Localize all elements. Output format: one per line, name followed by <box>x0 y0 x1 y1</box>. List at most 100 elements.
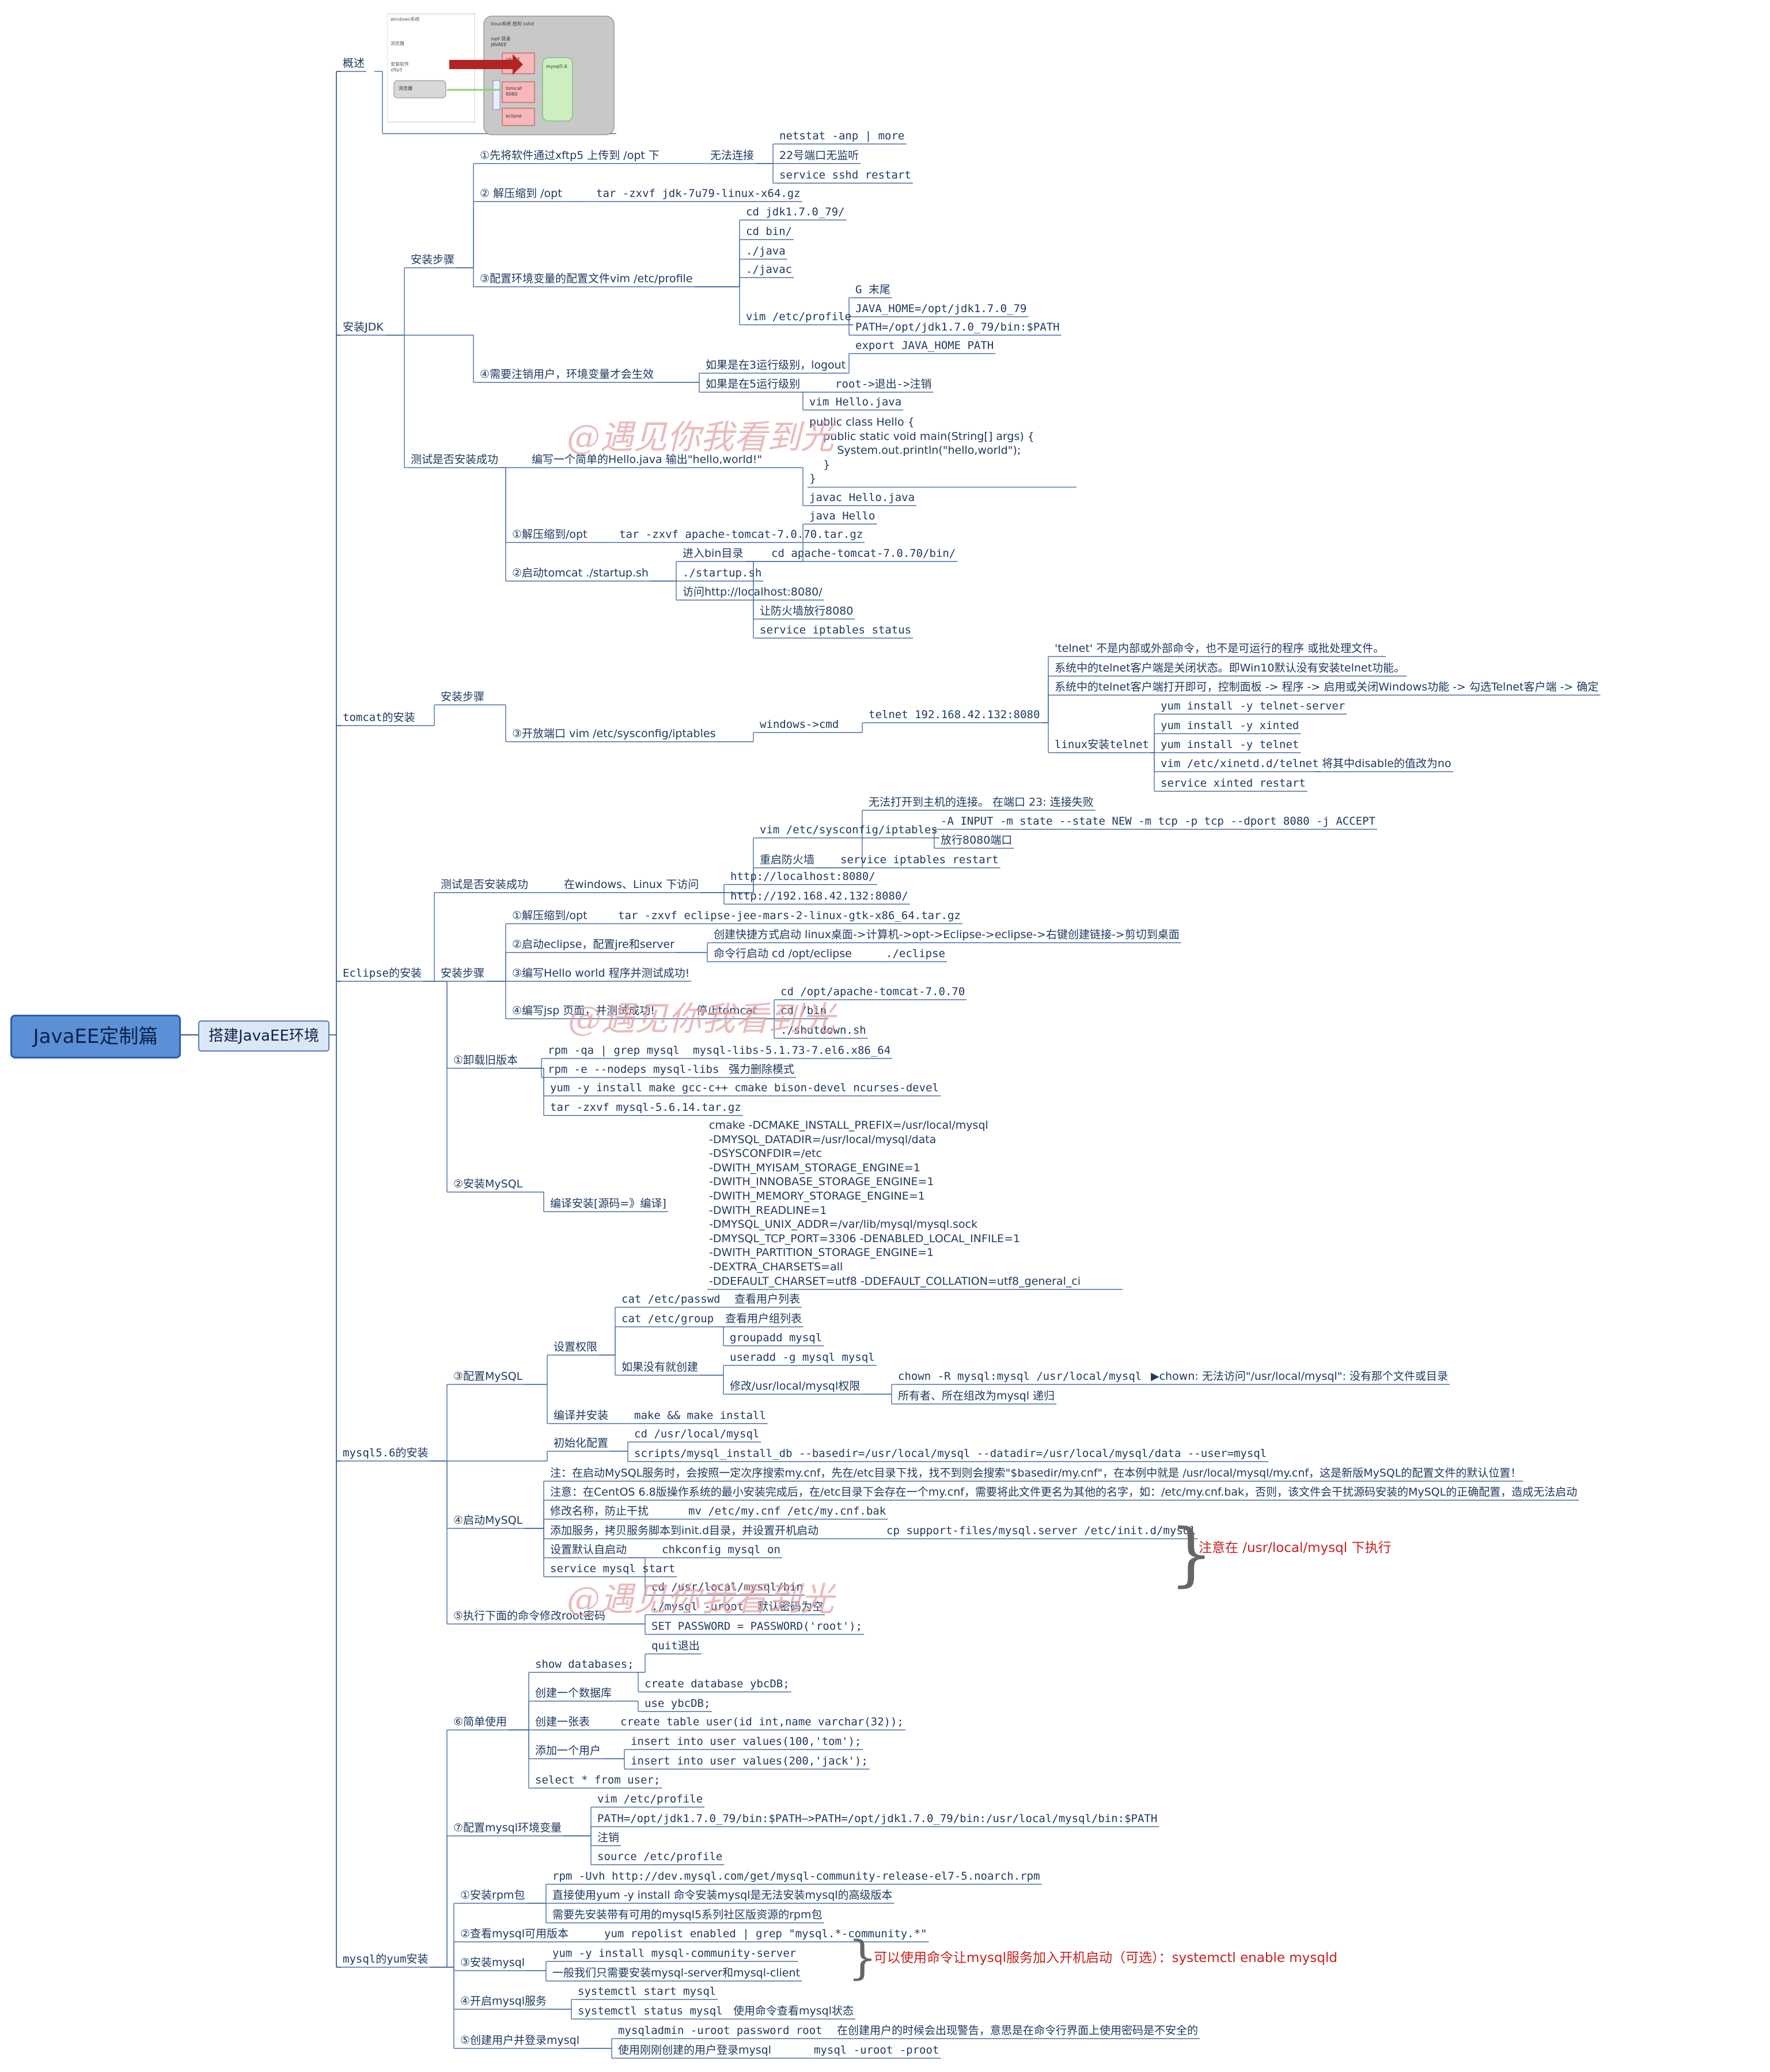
mindmap-node[interactable]: 系统中的telnet客户端是关闭状态。即Win10默认没有安装telnet功能。 <box>1055 662 1405 674</box>
mindmap-node[interactable]: ③配置环境变量的配置文件vim /etc/profile <box>480 272 693 285</box>
mindmap-node[interactable]: 设置默认自启动 <box>550 1543 627 1556</box>
mindmap-node[interactable]: 创建快捷方式启动 linux桌面->计算机->opt->Eclipse->ecl… <box>714 928 1180 941</box>
mindmap-node[interactable]: cd /bin <box>780 1004 827 1017</box>
mindmap-node[interactable]: mv /etc/my.cnf /etc/my.cnf.bak <box>688 1505 886 1517</box>
mindmap-node[interactable]: 编写一个简单的Hello.java 输出"hello,world!" <box>532 453 763 466</box>
mindmap-node[interactable]: 注意：在CentOS 6.8版操作系统的最小安装完成后，在/etc目录下会存在一… <box>550 1486 1578 1498</box>
mindmap-node[interactable]: 修改/usr/local/mysql权限 <box>730 1380 861 1392</box>
mindmap-node[interactable]: mysql-libs-5.1.73-7.el6.x86_64 <box>693 1044 891 1057</box>
mindmap-node[interactable]: 初始化配置 <box>554 1437 609 1449</box>
code-block-node[interactable]: cmake -DCMAKE_INSTALL_PREFIX=/usr/local/… <box>709 1119 1081 1288</box>
mindmap-node[interactable]: vim /etc/profile <box>597 1793 703 1805</box>
mindmap-node[interactable]: G 末尾 <box>855 283 890 296</box>
mindmap-node[interactable]: 查看用户列表 <box>734 1293 801 1306</box>
mindmap-node[interactable]: 无法连接 <box>710 149 755 162</box>
mindmap-node[interactable]: cd jdk1.7.0_79/ <box>746 206 845 218</box>
mindmap-node[interactable]: 在创建用户的时候会出现警告，意思是在命令行界面上使用密码是不安全的 <box>837 2024 1199 2037</box>
mindmap-node[interactable]: ③开放端口 vim /etc/sysconfig/iptables <box>512 727 716 740</box>
mindmap-node[interactable]: tar -zxvf jdk-7u79-linux-x64.gz <box>596 187 801 200</box>
mindmap-node[interactable]: service iptables restart <box>840 853 999 866</box>
mindmap-node[interactable]: telnet 192.168.42.132:8080 <box>869 708 1040 721</box>
mindmap-node[interactable]: create database ybcDB; <box>645 1678 790 1690</box>
mindmap-node[interactable]: JAVA_HOME=/opt/jdk1.7.0_79 <box>855 302 1027 315</box>
mindmap-node[interactable]: 需要先安装带有可用的mysql5系列社区版资源的rpm包 <box>552 1908 823 1921</box>
mindmap-node[interactable]: yum install -y telnet <box>1161 738 1299 751</box>
mindmap-node[interactable]: export JAVA_HOME PATH <box>855 339 994 352</box>
mindmap-node[interactable]: linux安装telnet <box>1055 738 1149 751</box>
mindmap-node[interactable]: ./javac <box>746 263 793 276</box>
mindmap-node[interactable]: ②启动eclipse，配置jre和server <box>512 938 674 951</box>
mindmap-node[interactable]: -A INPUT -m state --state NEW -m tcp -p … <box>941 815 1375 828</box>
mindmap-node[interactable]: ②查看mysql可用版本 <box>460 1927 569 1940</box>
mindmap-node[interactable]: quit退出 <box>651 1640 700 1652</box>
mindmap-node[interactable]: insert into user values(200,'jack'); <box>631 1755 868 1767</box>
mindmap-node[interactable]: vim Hello.java <box>809 396 902 408</box>
mindmap-node[interactable]: javac Hello.java <box>809 491 915 504</box>
mindmap-node[interactable]: 命令行启动 cd /opt/eclipse <box>714 947 852 960</box>
mindmap-node[interactable]: ①先将软件通过xftp5 上传到 /opt 下 <box>480 149 660 162</box>
mindmap-node[interactable]: tar -zxvf apache-tomcat-7.0.70.tar.gz <box>619 528 863 541</box>
mindmap-node[interactable]: mysql的yum安装 <box>343 1953 429 1965</box>
mindmap-node[interactable]: cat /etc/group <box>621 1312 714 1325</box>
mindmap-node[interactable]: 使用刚刚创建的用户登录mysql <box>618 2044 771 2056</box>
mindmap-node[interactable]: ①安装rpm包 <box>460 1889 525 1902</box>
mindmap-node[interactable]: 如果没有就创建 <box>621 1361 699 1373</box>
mindmap-node[interactable]: yum repolist enabled | grep "mysql.*-com… <box>604 1927 927 1940</box>
mindmap-node[interactable]: 测试是否安装成功 <box>441 878 529 891</box>
mindmap-node[interactable]: ①解压缩到/opt <box>512 528 588 541</box>
mindmap-node[interactable]: 使用命令查看mysql状态 <box>733 2005 854 2017</box>
mindmap-node[interactable]: yum -y install mysql-community-server <box>552 1947 797 1960</box>
mindmap-node[interactable]: 'telnet' 不是内部或外部命令，也不是可运行的程序 或批处理文件。 <box>1055 642 1385 655</box>
mindmap-node[interactable]: cd /usr/local/mysql <box>634 1428 760 1440</box>
mindmap-node[interactable]: ①解压缩到/opt <box>512 909 588 922</box>
mindmap-node[interactable]: service xinted restart <box>1161 777 1306 790</box>
mindmap-node[interactable]: 编译安装[源码=》编译] <box>550 1197 666 1210</box>
mindmap-node[interactable]: use ybcDB; <box>645 1697 711 1710</box>
mindmap-node[interactable]: 访问http://localhost:8080/ <box>683 586 823 598</box>
mindmap-node[interactable]: systemctl start mysql <box>578 1985 717 1998</box>
mindmap-node[interactable]: mysql -uroot -proot <box>814 2044 939 2056</box>
mindmap-node[interactable]: 概述 <box>343 57 365 70</box>
mindmap-node[interactable]: ⑦配置mysql环境变量 <box>453 1821 562 1834</box>
mindmap-node[interactable]: make && make install <box>634 1409 766 1422</box>
mindmap-node[interactable]: 放行8080端口 <box>941 834 1013 847</box>
mindmap-node[interactable]: 直接使用yum -y install 命令安装mysql是无法安装mysql的高… <box>552 1889 893 1902</box>
mindmap-node[interactable]: PATH=/opt/jdk1.7.0_79/bin:$PATH <box>855 321 1060 333</box>
level1-node-build-env[interactable]: 搭建JavaEE环境 <box>198 1020 329 1052</box>
mindmap-node[interactable]: ③安装mysql <box>460 1956 525 1969</box>
mindmap-node[interactable]: 添加一个用户 <box>535 1744 601 1757</box>
mindmap-node[interactable]: yum install -y xinted <box>1161 719 1299 732</box>
mindmap-node[interactable]: netstat -anp | more <box>779 130 905 142</box>
mindmap-node[interactable]: tomcat的安装 <box>343 711 415 724</box>
mindmap-node[interactable]: ①卸载旧版本 <box>453 1054 518 1067</box>
mindmap-node[interactable]: ④需要注销用户，环境变量才会生效 <box>480 368 654 381</box>
mindmap-node[interactable]: ③配置MySQL <box>453 1370 523 1383</box>
mindmap-node[interactable]: ④编写jsp 页面，并测试成功! <box>512 1004 655 1017</box>
mindmap-node[interactable]: scripts/mysql_install_db --basedir=/usr/… <box>634 1447 1267 1460</box>
mindmap-node[interactable]: root->退出->注销 <box>835 378 932 390</box>
code-block-node[interactable]: public class Hello { public static void … <box>809 416 1034 485</box>
mindmap-node[interactable]: tar -zxvf mysql-5.6.14.tar.gz <box>550 1101 741 1114</box>
mindmap-node[interactable]: yum install -y telnet-server <box>1161 700 1345 712</box>
mindmap-node[interactable]: 让防火墙放行8080 <box>760 605 854 617</box>
mindmap-node[interactable]: ③编写Hello world 程序并测试成功! <box>512 967 690 980</box>
root-node-javaee[interactable]: JavaEE定制篇 <box>10 1015 181 1058</box>
mindmap-node[interactable]: create table user(id int,name varchar(32… <box>620 1716 904 1728</box>
mindmap-node[interactable]: 将其中disable的值改为no <box>1322 757 1451 770</box>
mindmap-node[interactable]: 重启防火墙 <box>760 853 815 866</box>
mindmap-node[interactable]: groupadd mysql <box>730 1331 823 1344</box>
mindmap-node[interactable]: cd bin/ <box>746 225 793 238</box>
mindmap-node[interactable]: select * from user; <box>535 1774 661 1786</box>
mindmap-node[interactable]: ④启动MySQL <box>453 1514 523 1527</box>
mindmap-node[interactable]: ./startup.sh <box>683 567 762 579</box>
mindmap-node[interactable]: 安装步骤 <box>441 967 485 980</box>
mindmap-node[interactable]: source /etc/profile <box>597 1850 723 1863</box>
mindmap-node[interactable]: cat /etc/passwd <box>621 1293 721 1306</box>
mindmap-node[interactable]: 22号端口无监听 <box>779 149 859 162</box>
mindmap-node[interactable]: rpm -e --nodeps mysql-libs <box>548 1063 719 1076</box>
mindmap-node[interactable]: show databases; <box>535 1658 634 1671</box>
mindmap-node[interactable]: 一般我们只需要安装mysql-server和mysql-client <box>552 1967 801 1979</box>
mindmap-node[interactable]: 修改名称，防止干扰 <box>550 1505 649 1517</box>
mindmap-node[interactable]: 在windows、Linux 下访问 <box>564 878 699 891</box>
mindmap-node[interactable]: ./eclipse <box>886 947 945 960</box>
